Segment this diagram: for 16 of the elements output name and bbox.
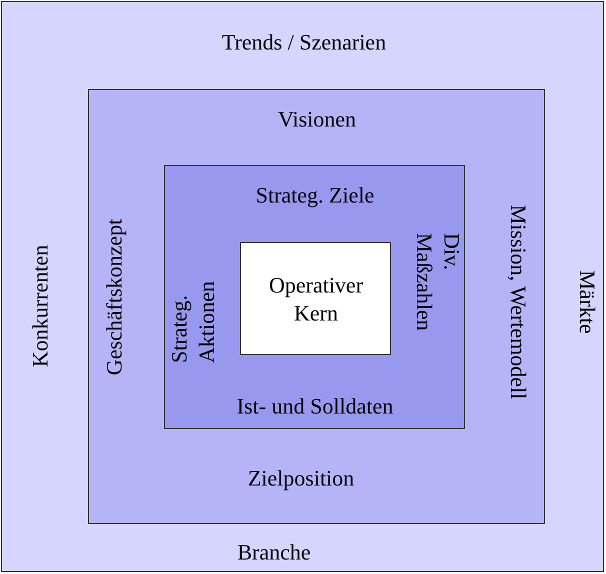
box-label: Branche	[237, 538, 311, 566]
box-label: Div. Maßzahlen	[411, 233, 466, 333]
box-label: Märkte	[574, 270, 601, 334]
nested-box	[240, 242, 391, 355]
box-label: Konkurrenten	[26, 244, 54, 368]
box-label: Ist- und Solldaten	[236, 392, 394, 420]
box-label: Trends / Szenarien	[222, 28, 386, 56]
box-label: Strateg. Aktionen	[166, 280, 220, 363]
box-label: Visionen	[278, 105, 356, 133]
nested-box	[88, 89, 545, 524]
nested-box	[164, 165, 465, 429]
box-label: Operativer Kern	[268, 272, 364, 326]
box-label: Strateg. Ziele	[256, 181, 374, 209]
box-label: Geschäftskonzept	[100, 218, 128, 376]
box-label: Mission, Wertemodell	[504, 204, 532, 400]
box-label: Zielposition	[248, 464, 354, 492]
